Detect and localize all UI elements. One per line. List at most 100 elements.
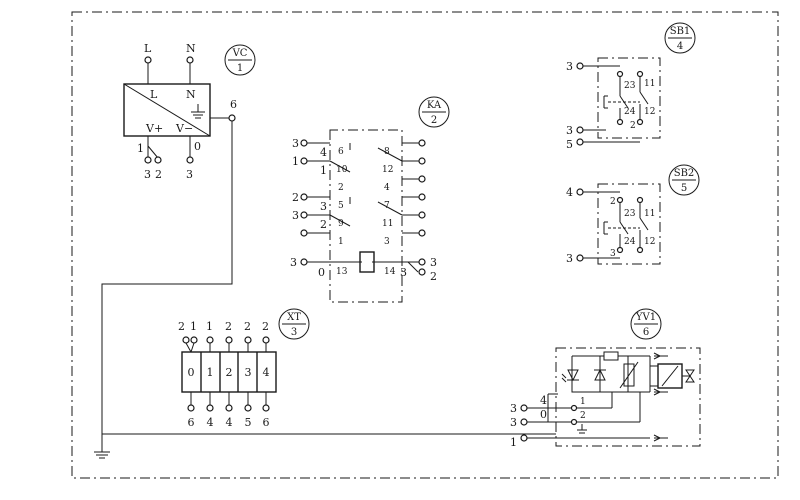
xt-top-label-4: 2: [225, 320, 232, 333]
xt-cell-3: 3: [245, 366, 252, 379]
vc-in-vminus: V−: [175, 122, 193, 135]
yv-in-4: 4: [540, 394, 547, 407]
ka-left-in-2: 2: [320, 218, 327, 231]
xt-top-label-3: 1: [206, 320, 213, 333]
sb1-wire-top: 3: [566, 60, 573, 73]
sb2-c3: 3: [610, 249, 616, 259]
vc-in-vplus: V+: [145, 122, 163, 135]
ka-coil-left-pin: 0: [318, 266, 325, 279]
xt-cell-1: 1: [207, 366, 214, 379]
xt-tag-bottom: 3: [291, 327, 297, 338]
vc-bot-3b: 3: [186, 168, 193, 181]
ka-coil-num-13: 13: [336, 267, 348, 277]
yv-pin-1: 1: [580, 397, 586, 407]
terminal-strip-xt: 0 1 2 3 4 2 1 1 2 2 2 6 4: [178, 308, 310, 429]
sb1-c24: 24: [624, 107, 636, 117]
yv-tag-top: YV1: [635, 312, 656, 323]
ka-left-in-4: 4: [320, 146, 327, 159]
sb1-tag-top: SB1: [670, 26, 691, 37]
xt-tag-top: XT: [287, 312, 301, 323]
vc-in-N: N: [186, 88, 196, 101]
vc-pin-0: 0: [194, 140, 201, 153]
vc-tag-bottom: 1: [237, 63, 243, 74]
ka-pin-11: 11: [382, 219, 393, 229]
ka-coil-right-pin: 3: [400, 266, 407, 279]
ka-left-wire-2: 1: [292, 155, 299, 168]
yv-wire-a: 3: [510, 402, 517, 415]
sb2-tag-bottom: 5: [681, 183, 687, 194]
sb2-c2: 2: [610, 197, 616, 207]
ka-left-in-1: 1: [320, 164, 327, 177]
ka-pin-10: 10: [336, 165, 348, 175]
vc-bot-2: 2: [155, 168, 162, 181]
ka-pin-2: 2: [338, 183, 344, 193]
yv-wire-b: 3: [510, 416, 517, 429]
ka-pin-3: 3: [384, 237, 390, 247]
yv-wire-c: 1: [510, 436, 517, 449]
ka-coil-num-14: 14: [384, 267, 396, 277]
sb1-c12: 12: [644, 107, 655, 117]
ka-pin-9: 9: [338, 219, 344, 229]
ka-coil-out-3: 3: [430, 256, 437, 269]
xt-top-label-6: 2: [262, 320, 269, 333]
vc-bot-3a: 3: [144, 168, 151, 181]
xt-cell-0: 0: [188, 366, 195, 379]
sb2-tag-top: SB2: [674, 168, 695, 179]
solenoid-valve-yv1: 3 3 1 4 0 1 2 YV1 6: [510, 308, 701, 449]
pushbutton-sb2: 4 3 2 23 24 11 12 3 SB2 5: [566, 164, 700, 265]
ka-tag-bottom: 2: [431, 115, 437, 126]
ka-tag-top: KA: [427, 100, 442, 111]
diagram-frame: [71, 11, 779, 479]
xt-bottom-label-2: 4: [207, 416, 214, 429]
xt-top-label-5: 2: [244, 320, 251, 333]
ground-icon: [94, 434, 110, 459]
vc-tag-top: VC: [232, 48, 248, 59]
wire-vc-to-ground: [101, 121, 233, 434]
vc-in-L: L: [150, 88, 158, 101]
sb2-c11: 11: [644, 209, 655, 219]
vc-top-N: N: [186, 42, 196, 55]
xt-bottom-label-1: 6: [188, 416, 195, 429]
sb1-wire-bot: 5: [566, 138, 573, 151]
vc-out-6: 6: [230, 98, 237, 111]
ka-pin-7: 7: [384, 201, 390, 211]
ka-pin-1: 1: [338, 237, 344, 247]
ka-left-wire-4: 3: [292, 209, 299, 222]
xt-top-label-1: 2: [178, 320, 185, 333]
vc-pin-1: 1: [137, 142, 144, 155]
ka-coil-out-2: 2: [430, 270, 437, 283]
ka-pin-5: 5: [338, 201, 344, 211]
sb2-c24: 24: [624, 237, 636, 247]
sb2-c23: 23: [624, 209, 636, 219]
xt-top-label-2: 1: [190, 320, 197, 333]
ka-left-wire-1: 3: [292, 137, 299, 150]
power-supply-vc: L N L N V+ V− 6 1 0 3 2 3 VC 1: [123, 42, 256, 181]
sb2-wire-top: 4: [566, 186, 573, 199]
xt-bottom-label-4: 5: [245, 416, 252, 429]
sb1-c11: 11: [644, 79, 655, 89]
ka-pin-8: 8: [384, 147, 390, 157]
sb1-tag-bottom: 4: [677, 41, 683, 52]
sb2-c12: 12: [644, 237, 655, 247]
yv-tag-bottom: 6: [643, 327, 649, 338]
yv-pin-2: 2: [580, 411, 586, 421]
sb1-c2: 2: [630, 121, 636, 131]
xt-cell-2: 2: [226, 366, 233, 379]
xt-bottom-label-3: 4: [226, 416, 233, 429]
sb1-c23: 23: [624, 81, 636, 91]
ka-pin-6: 6: [338, 147, 344, 157]
ka-left-wire-3: 2: [292, 191, 299, 204]
ka-pin-4: 4: [384, 183, 390, 193]
ka-pin-12: 12: [382, 165, 393, 175]
sb1-wire-mid: 3: [566, 124, 573, 137]
pushbutton-sb1: 3 3 5 23 24 11 12 2 SB1 4: [566, 22, 696, 151]
vc-top-L: L: [144, 42, 152, 55]
xt-bottom-label-5: 6: [263, 416, 270, 429]
relay-ka: 3 1 2 3 4 1 3 2 6 10 2 5 9 1 8 12 4 7 11: [290, 96, 450, 303]
ka-left-in-3: 3: [320, 200, 327, 213]
ka-coil-left-wire: 3: [290, 256, 297, 269]
sb2-wire-bot: 3: [566, 252, 573, 265]
xt-cell-4: 4: [263, 366, 270, 379]
yv-in-0: 0: [540, 408, 547, 421]
